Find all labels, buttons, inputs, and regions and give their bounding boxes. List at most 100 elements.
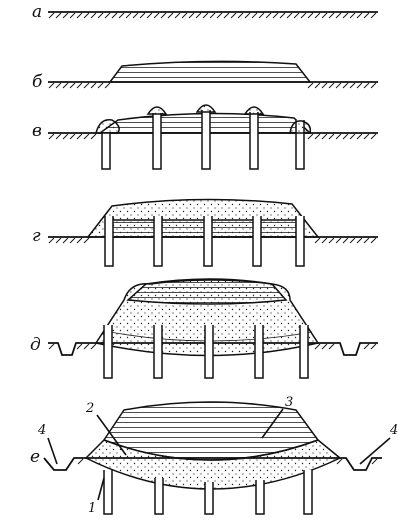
leader-line-3 [261, 408, 284, 439]
hatch-tick [62, 12, 69, 19]
ground-hatching [48, 82, 377, 89]
hatch-tick [314, 343, 321, 350]
pile-row [103, 325, 309, 379]
hatch-tick [314, 133, 321, 140]
hatch-tick [76, 82, 83, 89]
pile-cap [146, 106, 168, 115]
stage-v-label: в [32, 121, 42, 141]
layered-core [126, 278, 288, 305]
hatch-tick [76, 133, 83, 140]
pile-row [103, 470, 313, 515]
pile [204, 482, 214, 515]
hatch-tick [209, 12, 216, 19]
hatch-tick [349, 133, 356, 140]
hatch-tick [342, 12, 349, 19]
pile-cap [195, 104, 217, 113]
pile [252, 216, 262, 267]
hatch-tick [48, 82, 55, 89]
hatch-tick [328, 343, 335, 350]
hatch-tick [48, 133, 55, 140]
hatch-tick [181, 12, 188, 19]
hatch-tick [77, 458, 84, 465]
hatch-tick [97, 82, 104, 89]
hatch-tick [139, 12, 146, 19]
leader-line-1 [97, 477, 105, 501]
hatch-tick [335, 82, 342, 89]
hatch-tick [118, 12, 125, 19]
hatch-tick [251, 12, 258, 19]
hatch-tick [321, 343, 328, 350]
ground-hatching [48, 12, 377, 19]
hatch-tick [321, 237, 328, 244]
hatch-tick [342, 133, 349, 140]
hatch-tick [62, 133, 69, 140]
hatch-tick [363, 343, 370, 350]
hatch-tick [371, 458, 378, 465]
hatch-tick [370, 133, 377, 140]
hatch-tick [69, 82, 76, 89]
pile [153, 216, 163, 267]
layered-core [102, 401, 320, 461]
pile [249, 112, 259, 170]
hatch-tick [349, 12, 356, 19]
hatch-tick [335, 237, 342, 244]
hatch-tick [370, 343, 377, 350]
fill-mound [108, 60, 312, 83]
callout-1: 1 [88, 501, 96, 516]
hatch-tick [328, 237, 335, 244]
stage-g: г [32, 198, 378, 267]
hatch-tick [76, 343, 83, 350]
hatch-tick [314, 237, 321, 244]
ground-hatching [48, 133, 377, 140]
hatch-tick [293, 12, 300, 19]
hatch-tick [83, 12, 90, 19]
hatch-tick [104, 12, 111, 19]
stage-e-label: е [30, 447, 40, 467]
pile-row [104, 216, 305, 267]
hatch-tick [76, 12, 83, 19]
hatch-tick [314, 82, 321, 89]
hatch-tick [321, 82, 328, 89]
hatch-tick [363, 12, 370, 19]
pile [154, 478, 164, 515]
pile [295, 216, 305, 267]
hatch-tick [216, 12, 223, 19]
hatch-tick [363, 133, 370, 140]
hatch-tick [104, 82, 111, 89]
hatch-tick [174, 12, 181, 19]
hatch-tick [55, 12, 62, 19]
hatch-tick [195, 12, 202, 19]
hatch-tick [83, 133, 90, 140]
hatch-tick [258, 12, 265, 19]
pile [201, 110, 211, 170]
hatch-tick [76, 237, 83, 244]
hatch-tick [279, 12, 286, 19]
hatch-tick [146, 12, 153, 19]
hatch-tick [356, 133, 363, 140]
hatch-tick [370, 82, 377, 89]
stage-g-label: г [32, 226, 41, 246]
pile-cap [95, 119, 120, 134]
hatch-tick [307, 133, 314, 140]
hatch-tick [349, 82, 356, 89]
ground-hatching [77, 458, 378, 465]
hatch-tick [265, 12, 272, 19]
pile [299, 325, 309, 379]
hatch-tick [97, 12, 104, 19]
hatch-tick [62, 82, 69, 89]
hatch-tick [286, 12, 293, 19]
pile [152, 113, 162, 170]
hatch-tick [363, 237, 370, 244]
pile [103, 325, 113, 379]
pile-caps [95, 104, 312, 134]
pile [104, 216, 114, 267]
hatch-tick [160, 12, 167, 19]
hatch-tick [48, 343, 55, 350]
hatch-tick [328, 12, 335, 19]
hatch-tick [125, 12, 132, 19]
leader-line-4-left [47, 437, 58, 465]
hatch-tick [272, 12, 279, 19]
stage-e: е 2 3 4 4 1 [30, 395, 398, 516]
hatch-tick [55, 82, 62, 89]
stage-b: б [32, 60, 378, 92]
